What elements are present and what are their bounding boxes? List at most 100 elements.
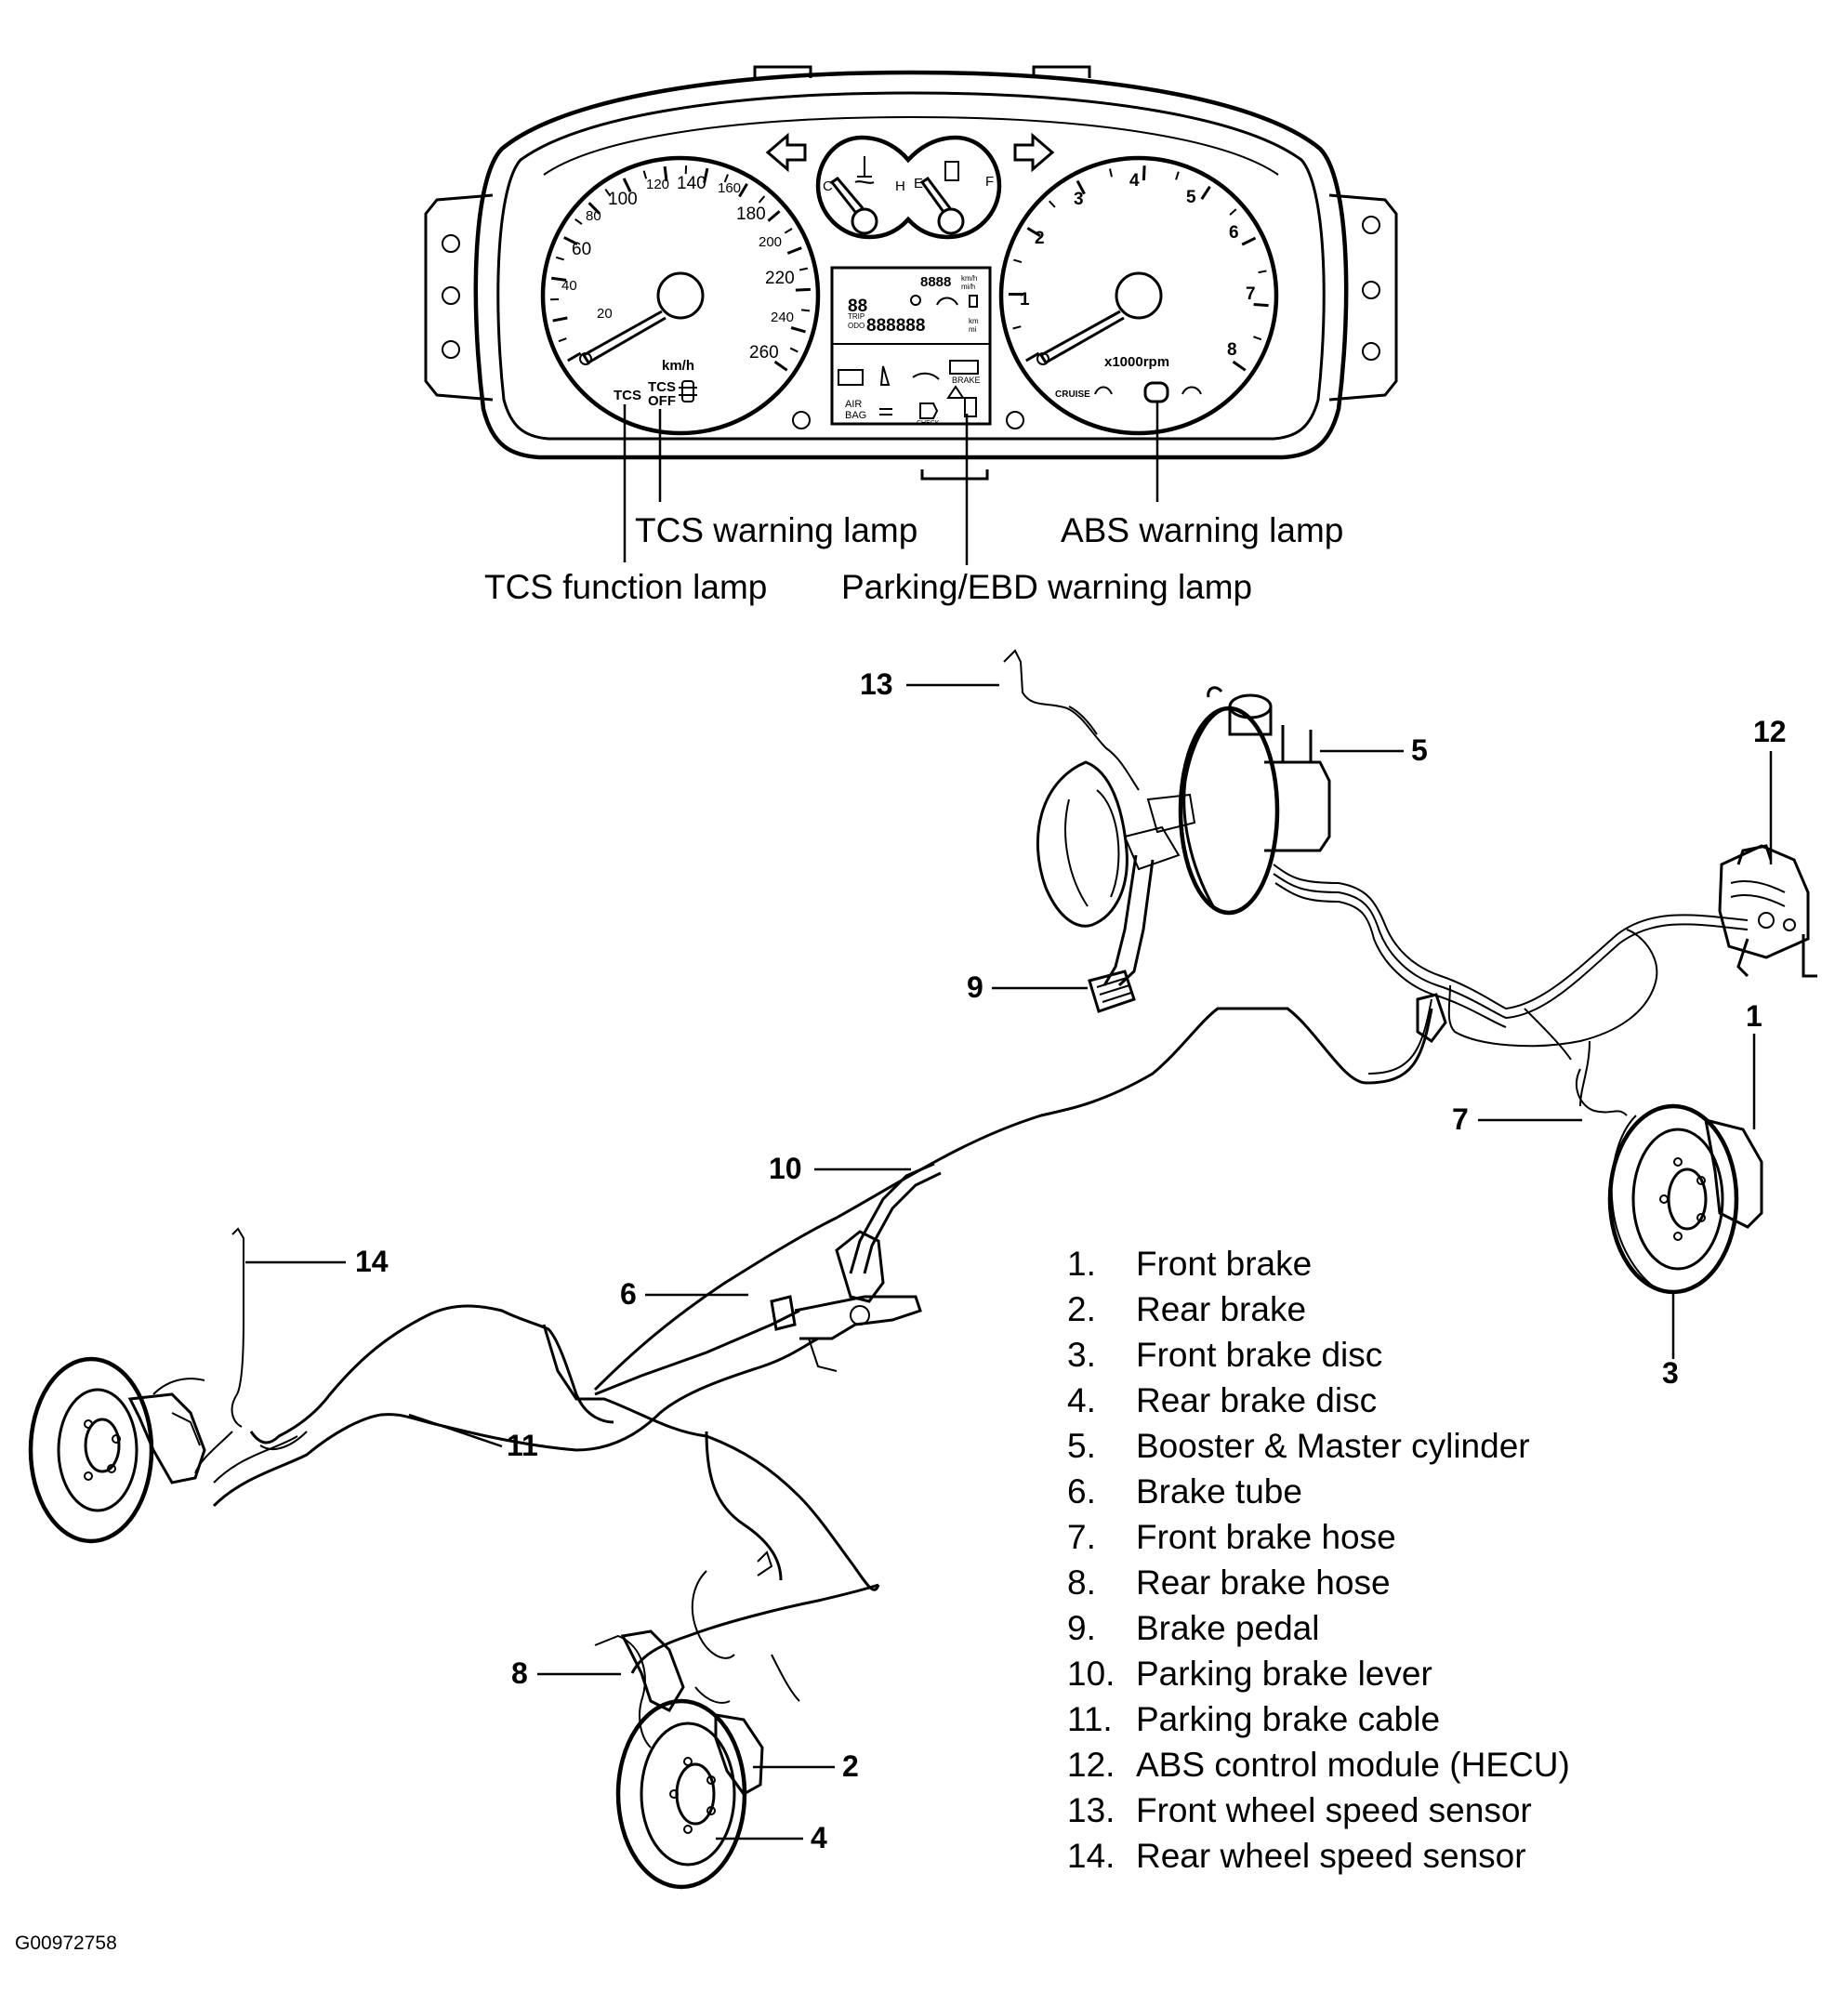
callout-9: 9 [967, 970, 983, 1004]
key-name: Brake pedal [1136, 1609, 1319, 1647]
lcd-odo-digits: 888888 [866, 316, 925, 336]
fuel-pump-icon [944, 161, 959, 181]
dial-tick [1076, 179, 1086, 195]
key-name: Booster & Master cylinder [1136, 1427, 1530, 1465]
lcd-unit-mi: mi [969, 325, 977, 334]
airbag-text-top: AIR [845, 399, 862, 410]
brake-pedal [1088, 854, 1155, 1013]
dial-tick [563, 236, 578, 245]
dial-tick [1108, 168, 1113, 178]
dial-tick [1175, 171, 1180, 180]
dial-tick [622, 178, 632, 192]
tcs-off-indicator-top: TCS [648, 379, 676, 395]
tacho-label: 4 [1129, 171, 1140, 191]
car-icon [936, 297, 958, 306]
cluster-lens-line [543, 115, 1279, 176]
rear-brake-caliper [714, 1713, 764, 1796]
brake-warning-icon [949, 360, 979, 375]
front-right-brake [1607, 1103, 1763, 1295]
key-number: 14. [1067, 1837, 1115, 1875]
temp-needle [829, 177, 865, 213]
car-icon [1181, 386, 1202, 395]
rear-brake-hose [594, 1634, 652, 1748]
tacho-label: 2 [1035, 229, 1045, 248]
fuel-needle [919, 176, 952, 213]
key-icon [910, 295, 921, 306]
key-name: Front brake [1136, 1245, 1312, 1283]
lcd-unit-kmh: km/h [961, 274, 977, 283]
top-tab [753, 65, 812, 78]
key-number: 6. [1067, 1472, 1096, 1510]
lcd-unit-mih: mi/h [961, 283, 975, 291]
rear-left-brake [28, 1356, 206, 1544]
tcs-indicator-text: TCS [614, 388, 641, 403]
dial-tick [795, 287, 811, 292]
headlamp-icon [879, 408, 892, 416]
check-engine-text: CHECK [917, 420, 940, 427]
tacho-tick-marks [1008, 165, 1269, 372]
dial-tick [663, 165, 668, 182]
tcs-warning-icon [681, 380, 694, 402]
dial-tick [1258, 270, 1267, 274]
temp-hot-mark: H [895, 178, 905, 194]
front-left-backing-plate [1036, 760, 1129, 928]
rear-right-brake [615, 1698, 764, 1890]
speedo-label: 180 [736, 204, 766, 224]
lcd-gear-digits: 88 [848, 297, 867, 316]
oil-pressure-icon [912, 372, 940, 380]
key-name: Rear brake hose [1136, 1563, 1391, 1602]
tcs-function-lamp-label: TCS function lamp [484, 568, 767, 606]
key-name: ABS control module (HECU) [1136, 1746, 1570, 1784]
speedo-label: 240 [771, 310, 794, 325]
dial-tick [767, 210, 781, 222]
speedo-label: 20 [597, 306, 613, 322]
dial-tick [786, 246, 802, 255]
speedo-label: 80 [586, 208, 601, 224]
top-tab [1032, 65, 1091, 78]
mount-hole [1362, 216, 1380, 234]
mount-hole [1362, 342, 1380, 361]
temp-needle-hub [851, 207, 878, 235]
rear-wheel-speed-sensor [231, 1227, 244, 1428]
dial-tick [789, 347, 799, 353]
abs-warning-lamp-icon [1143, 381, 1169, 403]
speedo-label: 120 [646, 177, 669, 192]
dial-tick [1012, 325, 1022, 330]
speedo-label: 140 [677, 174, 706, 193]
key-number: 2. [1067, 1290, 1096, 1328]
dial-tick [558, 337, 567, 343]
check-engine-icon [919, 402, 939, 419]
speedo-needle [581, 310, 667, 365]
callout-12: 12 [1753, 715, 1787, 748]
screw [792, 411, 811, 429]
key-name: Parking brake lever [1136, 1655, 1432, 1693]
speed-unit-label: km/h [662, 358, 694, 374]
speedo-tick-marks [550, 165, 811, 372]
bottom-tab [920, 469, 989, 481]
reservoir-cap [1228, 693, 1273, 719]
fuel-needle-hub [937, 207, 965, 235]
dial-tick [1013, 258, 1023, 263]
tacho-label: 6 [1229, 223, 1239, 243]
dial-tick [784, 228, 793, 234]
lcd-frame [830, 266, 992, 426]
key-number: 13. [1067, 1791, 1115, 1829]
warning-triangle-icon [946, 385, 965, 399]
speedo-label: 40 [561, 278, 577, 294]
key-number: 11. [1067, 1700, 1113, 1738]
parking-brake-lever [770, 1162, 942, 1372]
dial-tick [723, 174, 729, 183]
callout-1: 1 [1746, 999, 1762, 1033]
cluster-callout-leaders [623, 402, 1159, 565]
tacho-label: 5 [1186, 188, 1196, 207]
key-name: Parking brake cable [1136, 1700, 1440, 1738]
center-lcd-panel: 88 8888 km/h mi/h TRIP ODO 888888 km mi … [830, 266, 992, 427]
dial-tick [1253, 302, 1269, 308]
cluster-bezel [496, 91, 1326, 441]
dial-tick [738, 182, 748, 198]
lcd-odo-label: ODO [848, 322, 865, 330]
coolant-icon [854, 156, 875, 184]
key-name: Rear brake [1136, 1290, 1306, 1328]
tcs-off-indicator-bottom: OFF [648, 393, 676, 409]
key-number: 12. [1067, 1746, 1115, 1784]
